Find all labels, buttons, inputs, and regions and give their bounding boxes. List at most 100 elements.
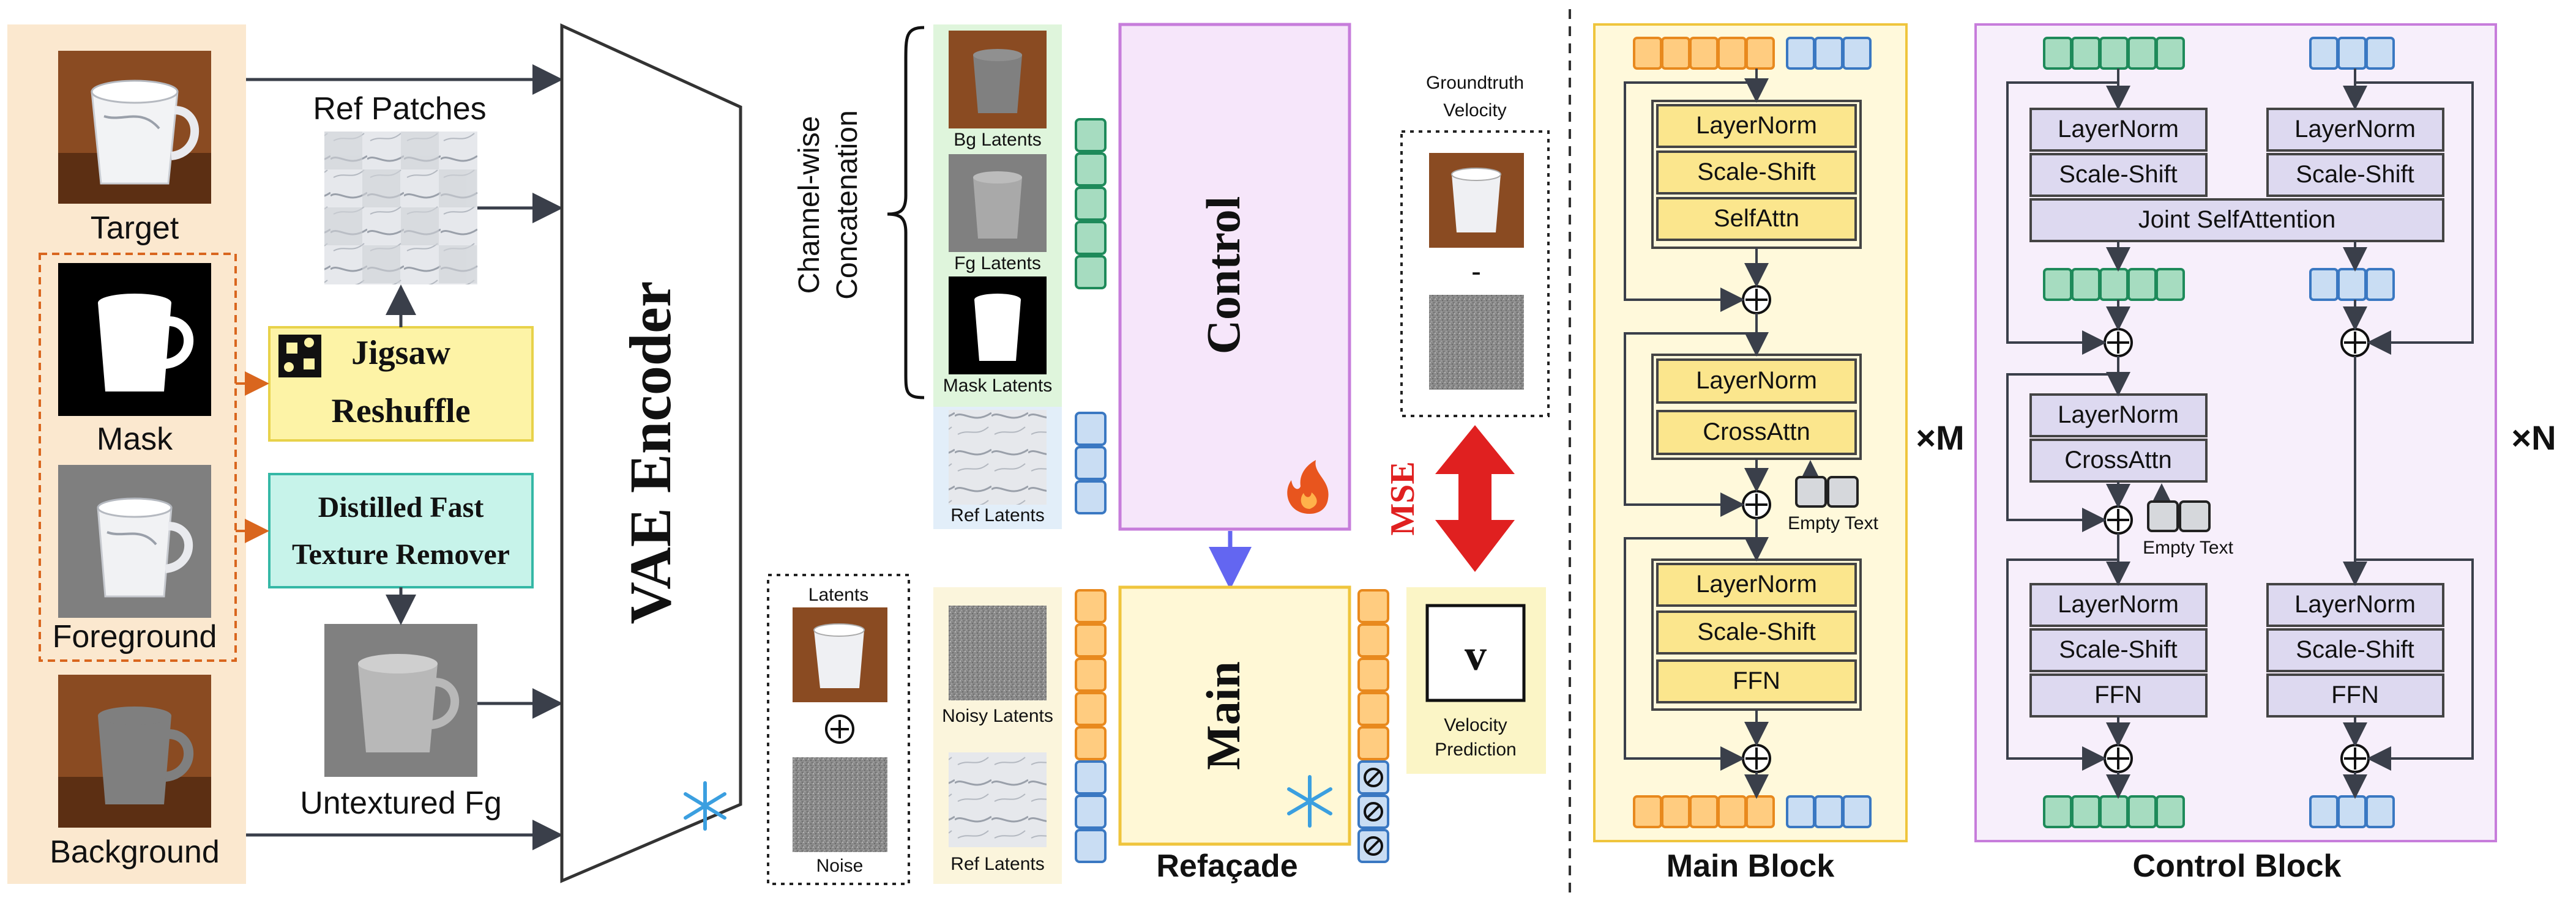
- mb-scaleshift-1: Scale-Shift: [1697, 158, 1815, 185]
- bg-latents-label: Bg Latents: [954, 130, 1041, 150]
- untextured-label: Untextured Fg: [300, 785, 502, 821]
- noisy-latents-label: Noisy Latents: [942, 706, 1053, 726]
- cb-empty-text-label: Empty Text: [2143, 538, 2233, 558]
- jigsaw-line2: Reshuffle: [331, 392, 470, 430]
- gt-velocity-line2: Velocity: [1443, 100, 1506, 121]
- ref-latents-label: Ref Latents: [950, 505, 1044, 525]
- cb-flow: [2006, 69, 2474, 799]
- gt-latent-image: [1429, 153, 1524, 248]
- concat-brace: [887, 26, 925, 399]
- control-title: Control: [1197, 196, 1250, 355]
- concat-line1: Channel-wise: [793, 116, 826, 294]
- fire-icon: [1287, 460, 1329, 514]
- plus-circle-icon: [825, 714, 854, 744]
- control-block-repeat: ×N: [2511, 418, 2556, 457]
- remover-line2: Texture Remover: [292, 538, 510, 571]
- ref-latents-image: [949, 410, 1047, 505]
- cb-blue-bottom-tokens: [2309, 795, 2395, 828]
- control-green-tokens: [1075, 118, 1107, 289]
- cb-layers: [2029, 108, 2444, 718]
- remover-line1: Distilled Fast: [318, 491, 484, 524]
- cb-layernorm-l1: LayerNorm: [2058, 116, 2179, 143]
- latents-label: Latents: [808, 585, 868, 605]
- background-image: [58, 675, 211, 828]
- refacade-label: Refaçade: [1156, 848, 1297, 884]
- cb-crossattn: CrossAttn: [2064, 447, 2172, 473]
- control-block-title: Control Block: [2133, 848, 2342, 884]
- cb-scaleshift-l1: Scale-Shift: [2059, 161, 2177, 188]
- mask-foreground-group: [39, 253, 237, 662]
- mb-layernorm-1: LayerNorm: [1696, 112, 1817, 139]
- gt-velocity-line1: Groundtruth: [1426, 73, 1524, 93]
- cb-empty-text-tokens: [2147, 500, 2211, 532]
- null-tokens: [1357, 760, 1389, 863]
- main-block-flow: [1624, 69, 1823, 799]
- main-block-layers: [1651, 100, 1862, 711]
- main-block-bottom-tokens: [1633, 795, 1872, 828]
- cb-blue-mid-tokens: [2309, 268, 2395, 301]
- concat-line2: Concatenation: [831, 110, 864, 300]
- mask-image: [58, 263, 211, 416]
- ref-patches-image: [324, 132, 477, 284]
- cb-layernorm-l2: LayerNorm: [2058, 401, 2179, 428]
- mse-double-arrow: [1435, 425, 1515, 572]
- untextured-fg-image: [324, 624, 477, 777]
- latents-image: [793, 607, 887, 702]
- mb-layernorm-3: LayerNorm: [1696, 571, 1817, 598]
- control-network-box: [1118, 23, 1351, 531]
- mb-crossattn: CrossAttn: [1703, 418, 1810, 445]
- target-label: Target: [91, 210, 179, 246]
- cb-scaleshift-r3: Scale-Shift: [2296, 636, 2414, 663]
- main-orange-tokens-left: [1075, 589, 1107, 760]
- main-ref-latents-image: [949, 752, 1047, 847]
- velocity-prediction-line1: Velocity: [1444, 715, 1507, 735]
- velocity-prediction-line2: Prediction: [1435, 740, 1516, 760]
- main-blue-tokens-left: [1075, 760, 1107, 863]
- mb-selfattn: SelfAttn: [1714, 205, 1799, 232]
- control-blue-tokens: [1075, 412, 1107, 514]
- noise-label: Noise: [816, 856, 864, 876]
- main-block-top-tokens: [1633, 37, 1872, 70]
- cb-blue-top-tokens: [2309, 37, 2395, 70]
- foreground-image: [58, 465, 211, 618]
- mask-label: Mask: [97, 421, 173, 457]
- input-arrows: [246, 64, 563, 850]
- ref-patches-label: Ref Patches: [313, 91, 486, 127]
- cb-green-top-tokens: [2043, 37, 2185, 70]
- snowflake-icon: [684, 781, 726, 831]
- background-label: Background: [50, 834, 220, 870]
- v-box: [1425, 604, 1526, 702]
- minus-sign: -: [1471, 256, 1481, 288]
- cb-ffn-l: FFN: [2094, 681, 2142, 708]
- mb-ffn: FFN: [1733, 667, 1780, 694]
- vae-encoder-shape: [560, 23, 742, 883]
- foreground-label: Foreground: [53, 619, 217, 655]
- noisy-latents-image: [949, 606, 1047, 700]
- target-image: [58, 51, 211, 204]
- main-title: Main: [1197, 661, 1250, 770]
- mse-label: MSE: [1384, 461, 1422, 535]
- main-block-repeat: ×M: [1916, 418, 1964, 457]
- cb-layernorm-r3: LayerNorm: [2294, 591, 2416, 618]
- jigsaw-line1: Jigsaw: [351, 334, 450, 372]
- fg-latents-label: Fg Latents: [954, 253, 1041, 273]
- mb-layernorm-2: LayerNorm: [1696, 367, 1817, 394]
- v-symbol: v: [1465, 631, 1487, 680]
- gt-noise-image: [1429, 295, 1524, 390]
- mask-latents-label: Mask Latents: [943, 376, 1052, 396]
- fg-latents-image: [949, 154, 1047, 252]
- cb-scaleshift-r1: Scale-Shift: [2296, 161, 2414, 188]
- cb-layernorm-r1: LayerNorm: [2294, 116, 2416, 143]
- cb-layernorm-l3: LayerNorm: [2058, 591, 2179, 618]
- vae-encoder-title: VAE Encoder: [618, 281, 683, 625]
- main-ref-latents-label: Ref Latents: [950, 854, 1044, 874]
- cb-joint-selfattention: Joint SelfAttention: [2138, 206, 2335, 233]
- noise-image: [793, 757, 887, 852]
- cb-scaleshift-l3: Scale-Shift: [2059, 636, 2177, 663]
- cb-green-mid-tokens: [2043, 268, 2185, 301]
- texture-remover-box: [268, 473, 534, 588]
- cb-ffn-r: FFN: [2331, 681, 2379, 708]
- main-orange-tokens-right: [1357, 589, 1389, 760]
- mb-scaleshift-3: Scale-Shift: [1697, 618, 1815, 645]
